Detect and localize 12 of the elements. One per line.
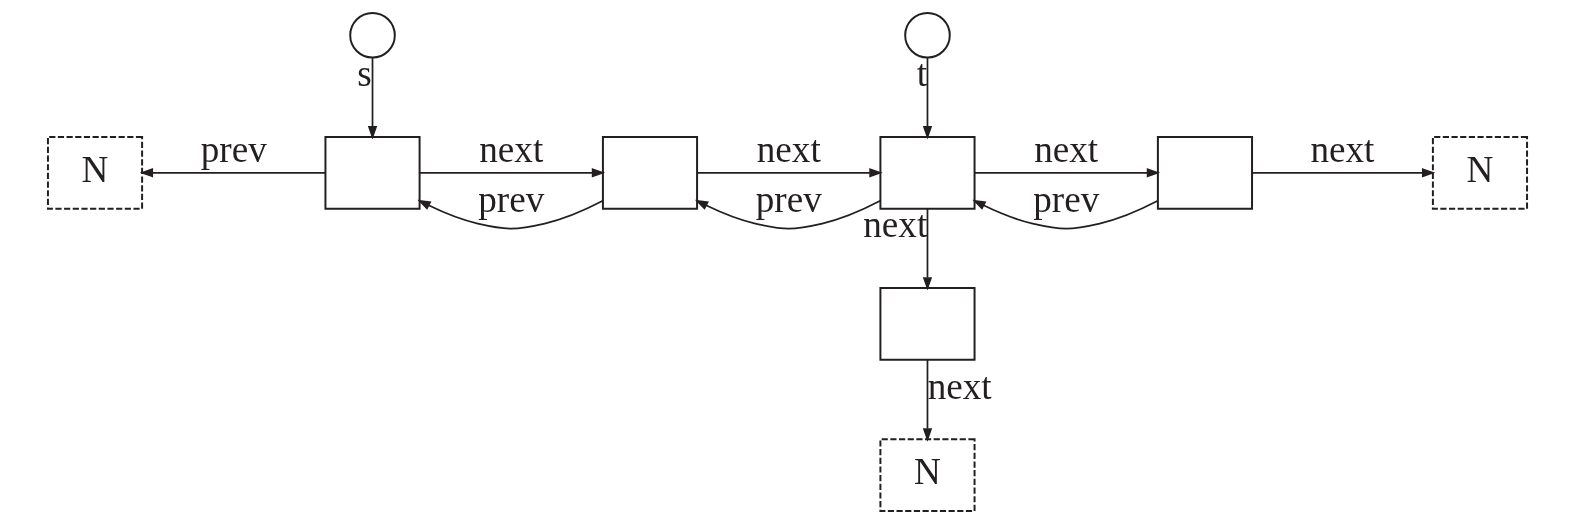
- edge-label: prev: [1033, 179, 1100, 221]
- edge-label: s: [357, 53, 372, 95]
- edge-label: prev: [200, 128, 267, 170]
- edge-label: next: [1310, 128, 1375, 170]
- edge-label: next: [479, 128, 544, 170]
- edge-label: t: [916, 53, 928, 95]
- edge-label: next: [756, 128, 821, 170]
- edge-label: next: [927, 365, 992, 407]
- edge-label: next: [1034, 128, 1099, 170]
- edge-label: prev: [755, 179, 822, 221]
- edge-label: prev: [478, 179, 545, 221]
- edge-label: next: [863, 204, 928, 246]
